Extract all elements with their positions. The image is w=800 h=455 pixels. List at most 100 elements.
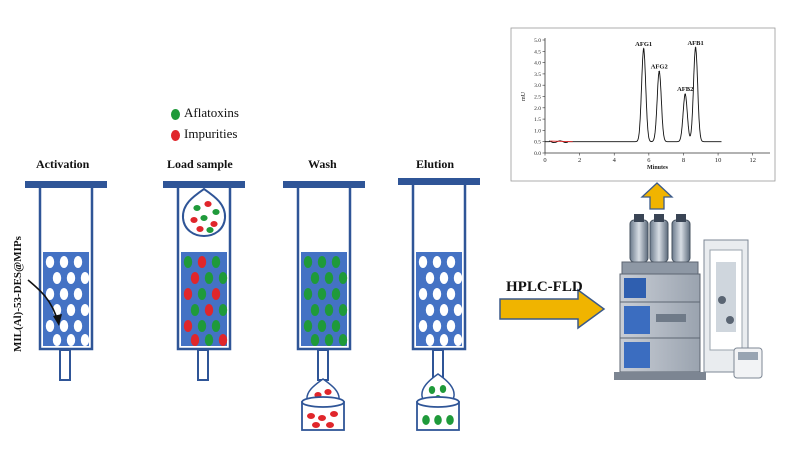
aflatoxin-molecule [303, 320, 313, 332]
impurity-molecule [190, 217, 198, 223]
aflatoxin-molecule [317, 320, 327, 332]
sorbent-label: MIL(Al)-53-DES@MIPs [12, 236, 24, 352]
aflatoxin-molecule [331, 256, 341, 268]
aflatoxin-molecule [183, 256, 193, 268]
aflatoxin-legend-label: Aflatoxins [184, 105, 239, 120]
sorbent-bead [439, 272, 449, 284]
aflatoxin-molecule [324, 272, 334, 284]
sorbent-bead [439, 304, 449, 316]
y-tick-label: 3.5 [534, 72, 541, 78]
aflatoxin-legend-marker [171, 109, 180, 120]
peak-apex [684, 93, 686, 96]
peak-apex [642, 48, 645, 50]
impurity-molecule [318, 415, 326, 421]
sorbent-bead [425, 334, 435, 346]
aflatoxin-molecule [310, 272, 320, 284]
aflatoxin-molecule [422, 415, 430, 425]
waste-vial-contents [307, 411, 338, 428]
impurity-legend-marker [171, 130, 180, 141]
column-cap [25, 181, 107, 188]
x-tick-label: 6 [647, 157, 651, 164]
y-tick-label: 2.5 [534, 95, 541, 101]
sorbent-bead [418, 256, 428, 268]
y-tick-label: 5.0 [534, 38, 541, 44]
sorbent-beads [183, 256, 228, 346]
column-outlet [197, 349, 209, 381]
solvent-bottle [649, 219, 669, 263]
column-wash [283, 181, 365, 431]
aflatoxin-molecule [331, 288, 341, 300]
impurity-molecule [211, 288, 221, 300]
sorbent-bead [52, 334, 62, 346]
chromatogram-trace [545, 46, 722, 144]
blank-trace [550, 140, 573, 143]
sorbent-beads [303, 256, 348, 346]
aflatoxin-molecule [197, 288, 207, 300]
impurity-molecule [324, 389, 332, 395]
aflatoxin-molecule [206, 227, 214, 233]
x-axis-label: Minutes [647, 165, 669, 171]
aflatoxin-molecule [428, 386, 436, 394]
step-label-load-sample: Load sample [167, 157, 233, 171]
aflatoxin-molecule [310, 334, 320, 346]
sorbent-bead [425, 272, 435, 284]
sorbent-bead [446, 288, 456, 300]
column-outlet [317, 349, 329, 381]
aflatoxin-molecule [324, 304, 334, 316]
peak-label: AFB2 [677, 86, 693, 93]
y-axis-label: mU [521, 91, 527, 101]
y-tick-label: 3.0 [534, 83, 541, 89]
impurity-legend-label: Impurities [184, 126, 238, 141]
sorbent-bead [45, 288, 55, 300]
sorbent-bead [80, 272, 90, 284]
impurity-molecule [307, 413, 315, 419]
peak-apex [658, 70, 661, 73]
step-label-elution: Elution [416, 157, 455, 171]
sorbent-bead [446, 256, 456, 268]
aflatoxin-molecule [190, 304, 200, 316]
step-label-activation: Activation [36, 157, 90, 171]
sorbent-bead [66, 304, 76, 316]
column-cap [163, 181, 245, 188]
hplc-instrument [614, 214, 763, 380]
aflatoxin-molecule [204, 272, 214, 284]
sorbent-bead [418, 320, 428, 332]
impurity-molecule [210, 221, 218, 227]
impurity-molecule [197, 256, 207, 268]
sorbent-bead [73, 320, 83, 332]
eluate-collection-vial [416, 396, 460, 431]
hplc-label: HPLC-FLD [506, 279, 583, 295]
column-elution [398, 178, 480, 431]
x-tick-label: 8 [682, 157, 685, 164]
sorbent-pointer-arrowhead [53, 314, 62, 326]
aflatoxin-molecule [218, 304, 228, 316]
sorbent-bead [80, 304, 90, 316]
sorbent-bead [45, 320, 55, 332]
sample-drop-contents [190, 201, 220, 233]
sorbent-bead [73, 256, 83, 268]
y-tick-label: 1.0 [534, 128, 541, 134]
y-tick-label: 2.0 [534, 106, 541, 112]
sorbent-bead [59, 288, 69, 300]
aflatoxin-molecule [303, 256, 313, 268]
impurity-molecule [183, 288, 193, 300]
x-tick-label: 0 [543, 157, 546, 164]
sorbent-beads [45, 256, 90, 346]
sorbent-beads [418, 256, 463, 346]
column-outlet [59, 349, 71, 381]
aflatoxin-molecule [446, 415, 454, 425]
aflatoxin-molecule [204, 334, 214, 346]
impurity-molecule [190, 272, 200, 284]
sorbent-bead [66, 334, 76, 346]
aflatoxin-molecule [193, 205, 201, 211]
impurity-molecule [190, 334, 200, 346]
aflatoxin-molecule [211, 256, 221, 268]
sorbent-bead [80, 334, 90, 346]
column-cap [283, 181, 365, 188]
impurity-molecule [196, 226, 204, 232]
step-label-wash: Wash [308, 157, 337, 171]
aflatoxin-molecule [324, 334, 334, 346]
impurity-molecule [326, 422, 334, 428]
